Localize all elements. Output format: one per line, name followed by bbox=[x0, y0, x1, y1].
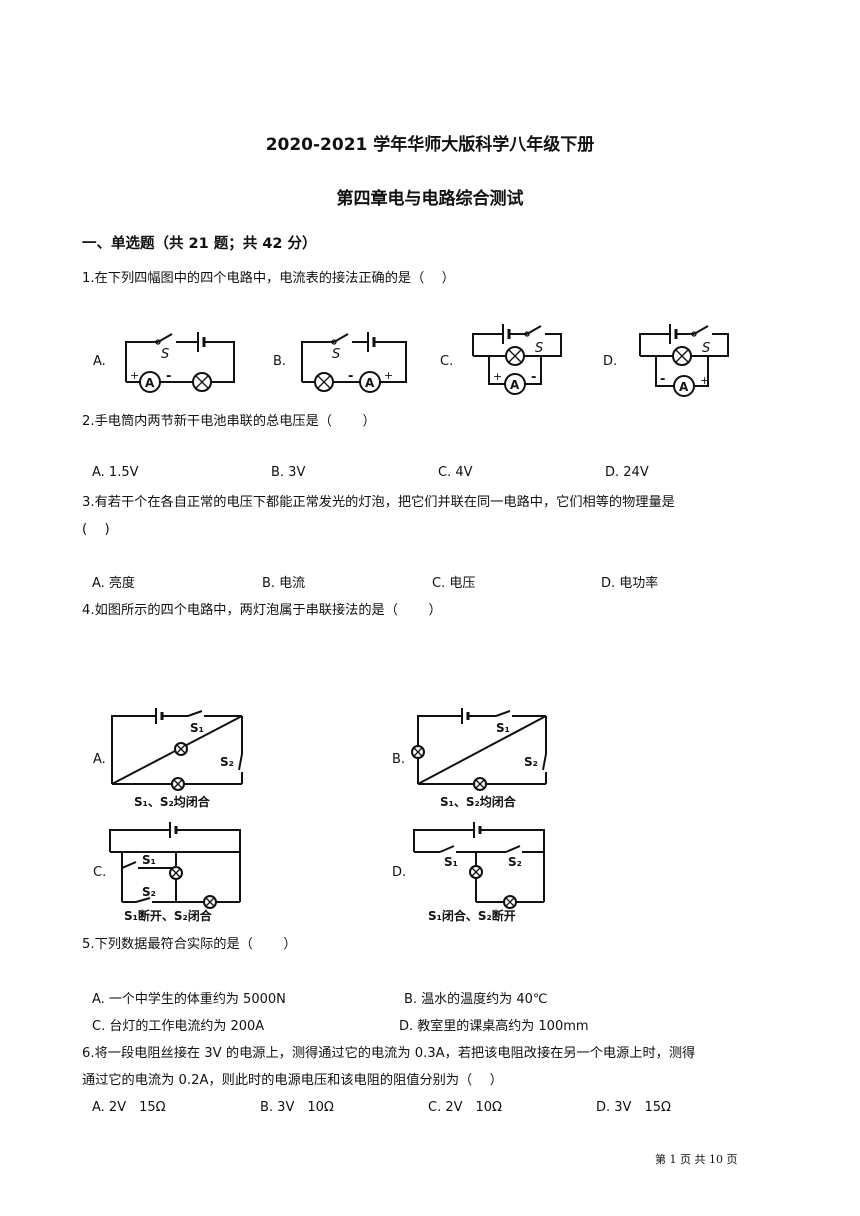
question-4-stem: 4.如图所示的四个电路中，两灯泡属于串联接法的是（ ） bbox=[82, 603, 442, 618]
q3-option-c: C. 电压 bbox=[432, 576, 476, 591]
plus-sign: + bbox=[700, 374, 709, 387]
q6-option-b: B. 3V 10Ω bbox=[260, 1100, 334, 1115]
q4d-caption: S₁闭合、S₂断开 bbox=[428, 908, 516, 923]
q4-option-a: A. bbox=[93, 752, 106, 767]
page-footer: 第 1 页 共 10 页 bbox=[655, 1153, 738, 1166]
q4-option-c: C. bbox=[93, 865, 107, 880]
q4-circuit-a: S₁ S₂ S₁、S₂均闭合 bbox=[111, 708, 243, 809]
q4b-caption: S₁、S₂均闭合 bbox=[440, 794, 517, 809]
q6-option-a: A. 2V 15Ω bbox=[92, 1100, 166, 1115]
question-6-stem-line2: 通过它的电流为 0.2A，则此时的电源电压和该电阻的阻值分别为（ ） bbox=[82, 1073, 503, 1088]
plus-sign: + bbox=[130, 369, 139, 382]
q4-option-b: B. bbox=[392, 752, 406, 767]
s2-label: S₂ bbox=[220, 755, 234, 769]
document-title: 2020-2021 学年华师大版科学八年级下册 bbox=[265, 135, 595, 155]
question-6-stem-line1: 6.将一段电阻丝接在 3V 的电源上，测得通过它的电流为 0.3A，若把该电阻改… bbox=[82, 1046, 696, 1061]
s1-label: S₁ bbox=[444, 855, 458, 869]
ammeter-label: A bbox=[365, 376, 375, 390]
ammeter-label: A bbox=[145, 376, 155, 390]
s2-label: S₂ bbox=[508, 855, 522, 869]
switch-label: S bbox=[332, 347, 340, 362]
q2-option-a: A. 1.5V bbox=[92, 465, 139, 480]
q1-option-a: A. bbox=[93, 354, 106, 369]
minus-sign: - bbox=[166, 369, 171, 384]
plus-sign: + bbox=[493, 370, 502, 383]
question-3-stem-line2: ( ) bbox=[82, 522, 110, 537]
q2-option-d: D. 24V bbox=[605, 465, 649, 480]
q2-option-b: B. 3V bbox=[271, 465, 306, 480]
switch-label: S bbox=[535, 341, 543, 356]
section-heading: 一、单选题（共 21 题；共 42 分） bbox=[82, 236, 317, 252]
minus-sign: - bbox=[531, 370, 536, 385]
q3-option-a: A. 亮度 bbox=[92, 576, 135, 591]
question-1-stem: 1.在下列四幅图中的四个电路中，电流表的接法正确的是（ ） bbox=[82, 271, 455, 286]
q5-option-b: B. 温水的温度约为 40℃ bbox=[404, 992, 548, 1007]
q1-circuit-b: S A - + bbox=[301, 332, 407, 393]
q1-circuit-c: S A + - bbox=[472, 324, 562, 395]
question-3-stem-line1: 3.有若干个在各自正常的电压下都能正常发光的灯泡，把它们并联在同一电路中，它们相… bbox=[82, 495, 675, 510]
q1-option-d: D. bbox=[603, 354, 618, 369]
q5-option-d: D. 教室里的课桌高约为 100mm bbox=[399, 1019, 589, 1034]
q4-circuit-d: S₁ S₂ S₁闭合、S₂断开 bbox=[413, 822, 545, 923]
q2-option-c: C. 4V bbox=[438, 465, 473, 480]
q1-option-c: C. bbox=[440, 354, 454, 369]
switch-label: S bbox=[702, 341, 710, 356]
q4a-caption: S₁、S₂均闭合 bbox=[134, 794, 211, 809]
s2-label: S₂ bbox=[524, 755, 538, 769]
q1-option-b: B. bbox=[273, 354, 287, 369]
q1-circuit-d: S A - + bbox=[639, 324, 729, 397]
minus-sign: - bbox=[660, 372, 665, 387]
s1-label: S₁ bbox=[190, 721, 204, 735]
q4c-caption: S₁断开、S₂闭合 bbox=[124, 908, 213, 923]
q4-circuit-b: S₁ S₂ S₁、S₂均闭合 bbox=[411, 708, 547, 809]
ammeter-label: A bbox=[510, 378, 520, 392]
s1-label: S₁ bbox=[142, 853, 156, 867]
plus-sign: + bbox=[384, 369, 393, 382]
question-2-stem: 2.手电筒内两节新干电池串联的总电压是（ ） bbox=[82, 414, 376, 429]
minus-sign: - bbox=[348, 369, 353, 384]
q3-option-b: B. 电流 bbox=[262, 576, 306, 591]
q5-option-c: C. 台灯的工作电流约为 200A bbox=[92, 1019, 265, 1034]
question-5-stem: 5.下列数据最符合实际的是（ ） bbox=[82, 937, 297, 952]
s2-label: S₂ bbox=[142, 885, 156, 899]
q6-option-d: D. 3V 15Ω bbox=[596, 1100, 671, 1115]
q5-option-a: A. 一个中学生的体重约为 5000N bbox=[92, 992, 286, 1007]
q1-circuit-a: S A + - bbox=[125, 332, 235, 393]
document-subtitle: 第四章电与电路综合测试 bbox=[336, 189, 524, 209]
switch-label: S bbox=[161, 347, 169, 362]
s1-label: S₁ bbox=[496, 721, 510, 735]
q6-option-c: C. 2V 10Ω bbox=[428, 1100, 502, 1115]
ammeter-label: A bbox=[679, 380, 689, 394]
q3-option-d: D. 电功率 bbox=[601, 576, 659, 591]
q4-circuit-c: S₁ S₂ S₁断开、S₂闭合 bbox=[109, 822, 241, 923]
q4-option-d: D. bbox=[392, 865, 407, 880]
